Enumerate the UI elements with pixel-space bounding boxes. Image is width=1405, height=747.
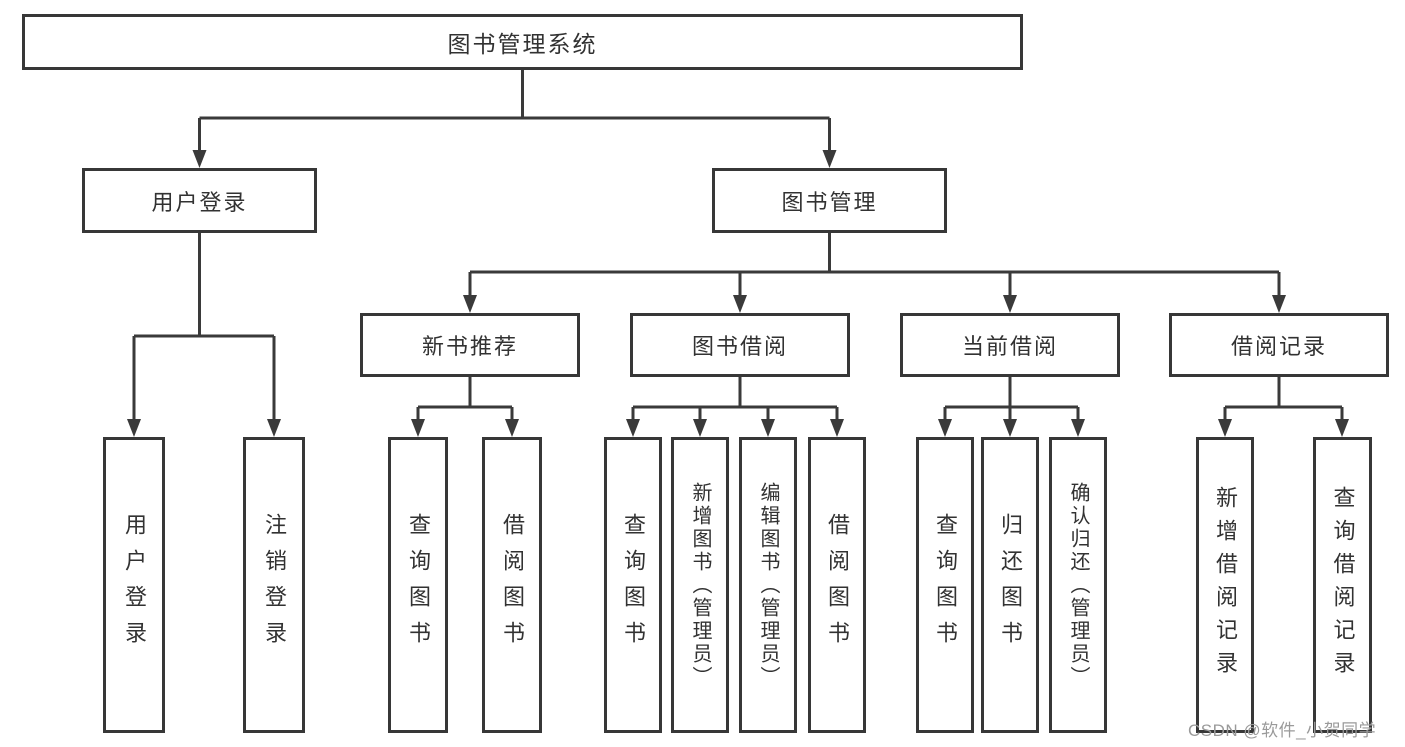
leaf-return-book-label: 归还图书 (998, 513, 1023, 657)
arrowheads (127, 150, 1349, 437)
leaf-confirm-return-admin-label: 确认归还（管理员） (1067, 481, 1089, 689)
node-user-login: 用户登录 (82, 168, 317, 233)
node-book-borrow-label: 图书借阅 (691, 334, 788, 359)
csdn-watermark: CSDN @软件_小贺同学 (1188, 721, 1377, 740)
connector-bookborrow-to-leaves (631, 377, 839, 421)
leaf-recommend-borrow-book-label: 借阅图书 (500, 513, 525, 657)
leaf-recommend-borrow-book: 借阅图书 (482, 437, 542, 733)
leaf-current-query-book: 查询图书 (916, 437, 974, 733)
leaf-current-query-book-label: 查询图书 (933, 513, 958, 657)
node-book-management-label: 图书管理 (781, 189, 878, 215)
leaf-add-borrow-record: 新增借阅记录 (1196, 437, 1254, 733)
leaf-borrow-book: 借阅图书 (808, 437, 866, 733)
node-current-borrow: 当前借阅 (900, 313, 1120, 377)
leaf-add-borrow-record-label: 新增借阅记录 (1213, 486, 1238, 684)
leaf-edit-book-admin-label: 编辑图书（管理员） (757, 481, 779, 689)
leaf-logout: 注销登录 (243, 437, 305, 733)
leaf-add-book-admin-label: 新增图书（管理员） (689, 481, 711, 689)
node-borrow-record: 借阅记录 (1169, 313, 1389, 377)
leaf-confirm-return-admin: 确认归还（管理员） (1049, 437, 1107, 733)
connector-bookmgmt-to-level3 (468, 233, 1281, 297)
node-user-login-label: 用户登录 (151, 189, 248, 215)
leaf-user-login: 用户登录 (103, 437, 165, 733)
connector-borrowrecord-to-leaves (1223, 377, 1344, 421)
node-new-book-recommend: 新书推荐 (360, 313, 580, 377)
node-new-book-recommend-label: 新书推荐 (421, 334, 518, 359)
connector-root-to-level2 (198, 70, 831, 152)
leaf-query-borrow-record-label: 查询借阅记录 (1330, 486, 1356, 684)
connector-newbookrec-to-leaves (416, 377, 514, 421)
leaf-borrow-query-book: 查询图书 (604, 437, 662, 733)
leaf-edit-book-admin: 编辑图书（管理员） (739, 437, 797, 733)
node-book-borrow: 图书借阅 (630, 313, 850, 377)
leaf-borrow-query-book-label: 查询图书 (621, 513, 646, 657)
node-system-root: 图书管理系统 (22, 14, 1023, 70)
leaf-logout-label: 注销登录 (262, 513, 287, 657)
connector-userlogin-to-leaves (132, 233, 276, 421)
leaf-recommend-query-book: 查询图书 (388, 437, 448, 733)
node-current-borrow-label: 当前借阅 (961, 334, 1058, 359)
leaf-borrow-book-label: 借阅图书 (825, 513, 850, 657)
node-book-management: 图书管理 (712, 168, 947, 233)
connector-currentborrow-to-leaves (943, 377, 1080, 421)
leaf-query-borrow-record: 查询借阅记录 (1313, 437, 1372, 733)
leaf-recommend-query-book-label: 查询图书 (406, 513, 431, 657)
node-borrow-record-label: 借阅记录 (1230, 334, 1327, 359)
leaf-return-book: 归还图书 (981, 437, 1039, 733)
leaf-user-login-label: 用户登录 (122, 513, 147, 657)
node-system-root-label: 图书管理系统 (447, 31, 598, 57)
leaf-add-book-admin: 新增图书（管理员） (671, 437, 729, 733)
